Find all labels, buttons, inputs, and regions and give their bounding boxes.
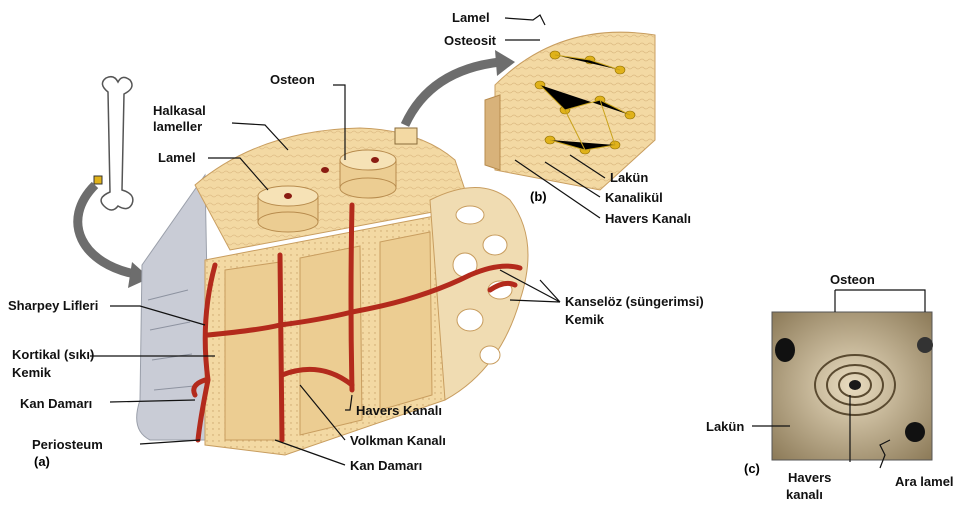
label-sharpey: Sharpey Lifleri bbox=[8, 298, 98, 313]
panel-c-micrograph bbox=[772, 312, 933, 460]
label-havers-kanali-main: Havers Kanalı bbox=[356, 403, 442, 418]
label-kortikal-2: Kemik bbox=[12, 365, 51, 380]
label-b-havers: Havers Kanalı bbox=[605, 211, 691, 226]
label-b: (b) bbox=[530, 189, 547, 204]
osteon-cylinder-left bbox=[258, 186, 318, 232]
label-volkman: Volkman Kanalı bbox=[350, 433, 446, 448]
label-c-ara-lamel: Ara lamel bbox=[895, 474, 954, 489]
label-a: (a) bbox=[34, 454, 50, 469]
label-kanseloz-2: Kemik bbox=[565, 312, 604, 327]
label-osteon: Osteon bbox=[270, 72, 315, 87]
label-c-lakun: Lakün bbox=[706, 419, 744, 434]
osteon-cylinder-right bbox=[340, 150, 396, 198]
label-kortikal-1: Kortikal (sıkı) bbox=[12, 347, 94, 362]
label-c-osteon: Osteon bbox=[830, 272, 875, 287]
label-c: (c) bbox=[744, 461, 760, 476]
label-kanseloz-1: Kanselöz (süngerimsi) bbox=[565, 294, 704, 309]
label-halkasal-2: lameller bbox=[153, 119, 202, 134]
label-periosteum: Periosteum bbox=[32, 437, 103, 452]
label-b-osteosit: Osteosit bbox=[444, 33, 496, 48]
label-b-lakun: Lakün bbox=[610, 170, 648, 185]
label-c-havers-1: Havers bbox=[788, 470, 831, 485]
panel-b-detail bbox=[485, 32, 655, 190]
label-kan-damari-left: Kan Damarı bbox=[20, 396, 92, 411]
label-b-kanalikul: Kanalikül bbox=[605, 190, 663, 205]
label-c-havers-2: kanalı bbox=[786, 487, 823, 502]
spongy-bone bbox=[430, 188, 528, 401]
long-bone-icon bbox=[94, 77, 133, 210]
label-halkasal-1: Halkasal bbox=[153, 103, 206, 118]
label-lamel: Lamel bbox=[158, 150, 196, 165]
label-kan-damari-bottom: Kan Damarı bbox=[350, 458, 422, 473]
sample-cube bbox=[395, 128, 417, 144]
label-b-lamel: Lamel bbox=[452, 10, 490, 25]
